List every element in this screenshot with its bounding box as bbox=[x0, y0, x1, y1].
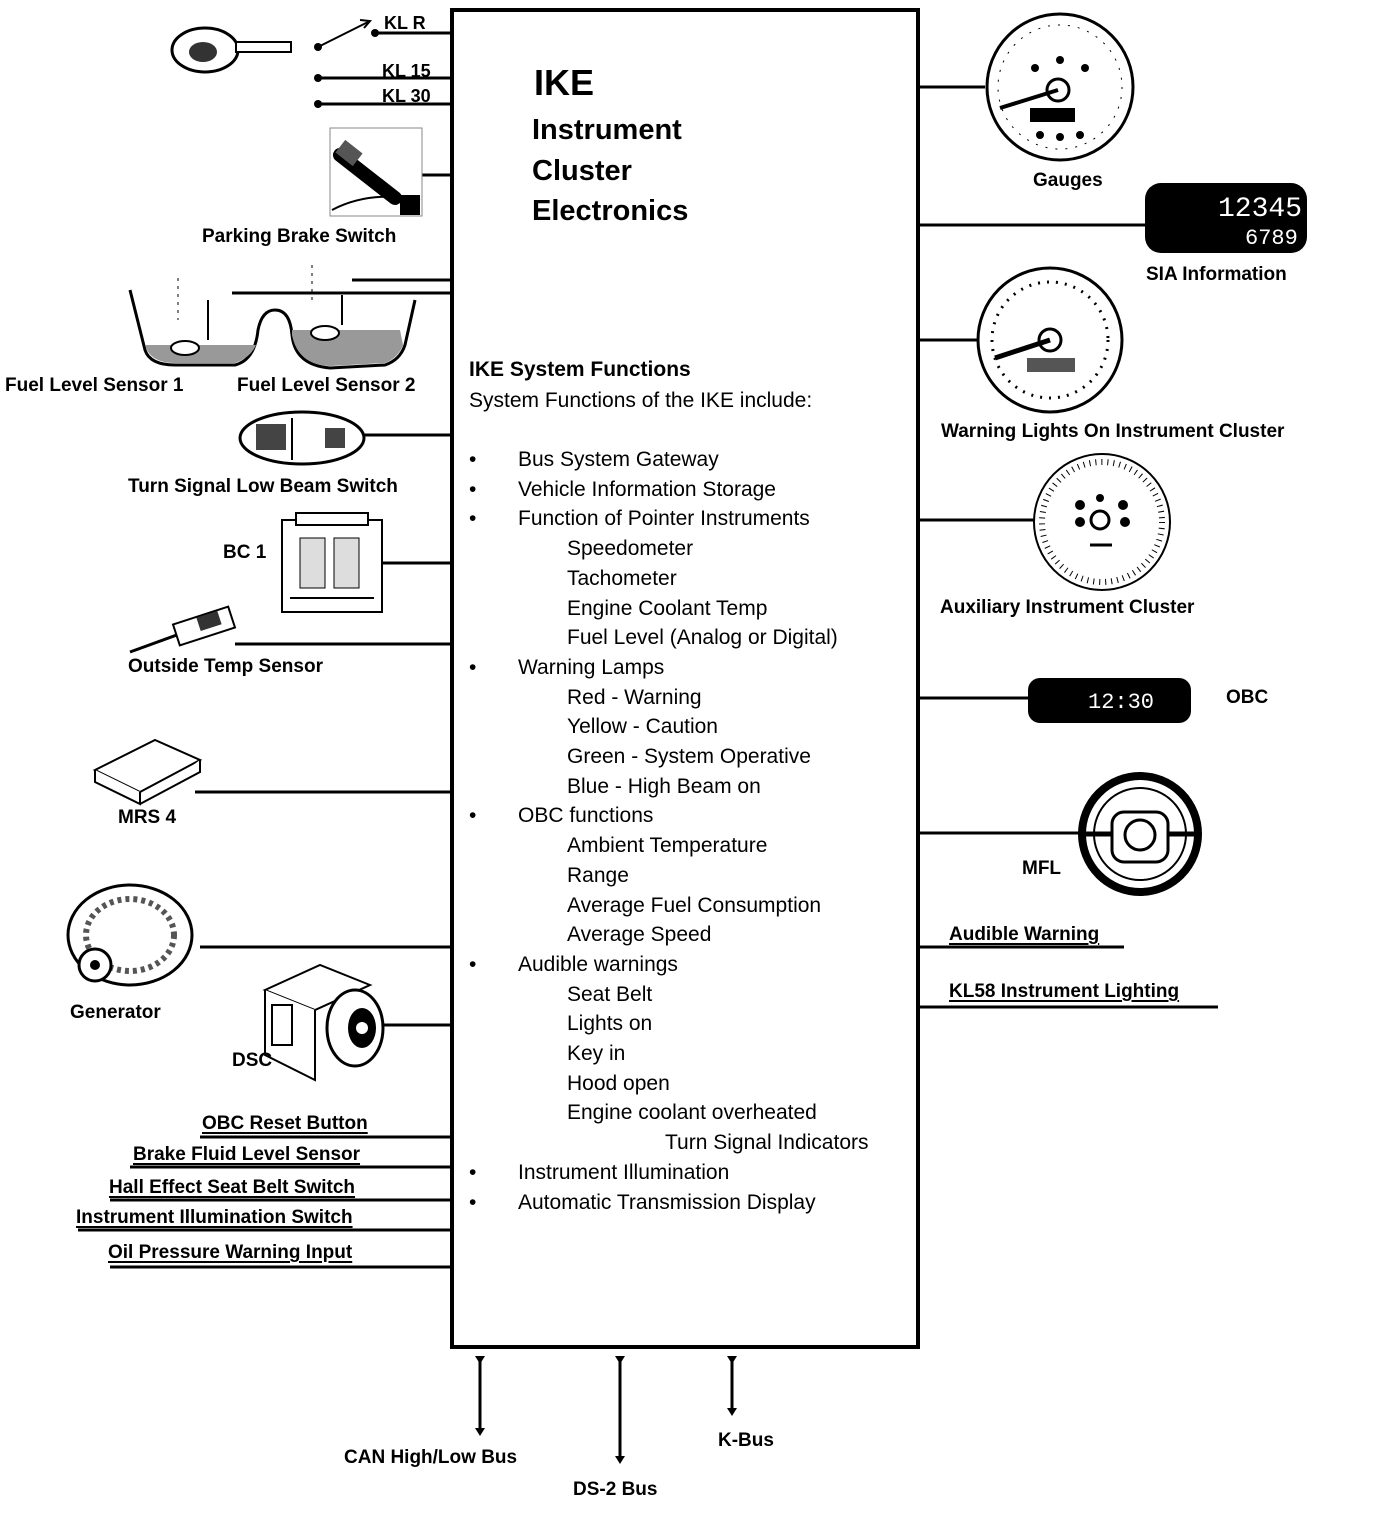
warning-lights-cluster-icon bbox=[976, 266, 1124, 414]
function-subitem: Turn Signal Indicators bbox=[665, 1131, 869, 1154]
obc-display-icon bbox=[1028, 678, 1191, 723]
sia-odometer: 12345 bbox=[1218, 194, 1302, 225]
parking-brake-icon bbox=[329, 127, 423, 217]
bus-arrows bbox=[475, 1356, 737, 1464]
mrs4-module-icon bbox=[92, 738, 203, 806]
function-subitem: Yellow - Caution bbox=[567, 715, 718, 738]
auxiliary-cluster-icon bbox=[1033, 453, 1171, 591]
function-item: Vehicle Information Storage bbox=[518, 478, 776, 501]
function-item: Function of Pointer Instruments bbox=[518, 507, 810, 530]
turn-signal-switch-label: Turn Signal Low Beam Switch bbox=[128, 476, 398, 497]
function-subitem: Key in bbox=[567, 1042, 626, 1065]
functions-intro: System Functions of the IKE include: bbox=[469, 389, 813, 412]
function-subitem: Range bbox=[567, 864, 629, 887]
kl-30-label: KL 30 bbox=[382, 86, 431, 106]
sia-label: SIA Information bbox=[1146, 264, 1287, 285]
outside-temp-label: Outside Temp Sensor bbox=[128, 656, 323, 677]
kl58-label: KL58 Instrument Lighting bbox=[949, 981, 1180, 1002]
function-subitem: Red - Warning bbox=[567, 686, 702, 709]
bullet-icon: • bbox=[469, 448, 477, 471]
function-subitem: Fuel Level (Analog or Digital) bbox=[567, 626, 838, 649]
function-subitem: Ambient Temperature bbox=[567, 834, 768, 857]
function-subitem: Engine coolant overheated bbox=[567, 1101, 817, 1124]
warning-lights-label: Warning Lights On Instrument Cluster bbox=[941, 421, 1285, 442]
key-icon bbox=[170, 19, 379, 108]
function-subitem: Tachometer bbox=[567, 567, 677, 590]
obc-reset-label: OBC Reset Button bbox=[202, 1113, 368, 1134]
functions-heading: IKE System Functions bbox=[469, 358, 691, 381]
function-item: Instrument Illumination bbox=[518, 1161, 730, 1184]
dsc-label: DSC bbox=[232, 1050, 273, 1071]
aux-cluster-label: Auxiliary Instrument Cluster bbox=[940, 597, 1195, 618]
brake-fluid-label: Brake Fluid Level Sensor bbox=[133, 1144, 361, 1165]
sia-trip: 6789 bbox=[1245, 226, 1298, 251]
function-subitem: Blue - High Beam on bbox=[567, 775, 761, 798]
sia-display-icon bbox=[1145, 183, 1307, 253]
function-subitem: Average Fuel Consumption bbox=[567, 894, 822, 917]
bullet-icon: • bbox=[469, 804, 477, 827]
obc-display-time: 12:30 bbox=[1088, 690, 1154, 715]
seat-belt-switch-label: Hall Effect Seat Belt Switch bbox=[109, 1177, 356, 1198]
outside-temp-sensor-icon bbox=[129, 605, 237, 654]
bullet-icon: • bbox=[469, 1161, 477, 1184]
oil-pressure-label: Oil Pressure Warning Input bbox=[108, 1242, 353, 1263]
fuel-sensor-2-label: Fuel Level Sensor 2 bbox=[237, 375, 416, 396]
function-item: Audible warnings bbox=[518, 953, 678, 976]
fuel-sensor-1-label: Fuel Level Sensor 1 bbox=[5, 375, 184, 396]
function-item: Automatic Transmission Display bbox=[518, 1191, 816, 1214]
audible-warning-label: Audible Warning bbox=[949, 924, 1100, 945]
ike-subtitle-line-1: Instrument bbox=[532, 114, 682, 146]
gauges-label: Gauges bbox=[1033, 170, 1103, 191]
kl-15-label: KL 15 bbox=[382, 61, 431, 81]
gauges-icon bbox=[985, 12, 1135, 162]
bullet-icon: • bbox=[469, 478, 477, 501]
input-wires bbox=[78, 31, 452, 1269]
function-subitem: Green - System Operative bbox=[567, 745, 811, 768]
ike-subtitle-line-3: Electronics bbox=[532, 195, 689, 227]
bullet-icon: • bbox=[469, 1191, 477, 1214]
bullet-icon: • bbox=[469, 953, 477, 976]
ds2-bus-label: DS-2 Bus bbox=[573, 1479, 658, 1500]
turn-signal-switch-icon bbox=[238, 410, 366, 466]
function-subitem: Speedometer bbox=[567, 537, 694, 560]
kbus-label: K-Bus bbox=[718, 1430, 774, 1451]
bullet-icon: • bbox=[469, 656, 477, 679]
mrs4-label: MRS 4 bbox=[118, 807, 177, 828]
obc-label: OBC bbox=[1226, 687, 1269, 708]
function-subitem: Seat Belt bbox=[567, 983, 653, 1006]
bullet-icon: • bbox=[469, 507, 477, 530]
function-item: Bus System Gateway bbox=[518, 448, 719, 471]
function-item: Warning Lamps bbox=[518, 656, 665, 679]
kl-r-label: KL R bbox=[384, 13, 426, 33]
dsc-unit-icon bbox=[262, 963, 385, 1082]
generator-label: Generator bbox=[70, 1002, 161, 1023]
function-subitem: Lights on bbox=[567, 1012, 653, 1035]
function-subitem: Hood open bbox=[567, 1072, 670, 1095]
ike-module-box bbox=[450, 8, 920, 1349]
steering-wheel-icon bbox=[1078, 772, 1202, 896]
illum-switch-label: Instrument Illumination Switch bbox=[76, 1207, 353, 1228]
generator-icon bbox=[66, 883, 194, 987]
can-bus-label: CAN High/Low Bus bbox=[344, 1447, 518, 1468]
output-wires bbox=[918, 85, 1218, 1009]
parking-brake-label: Parking Brake Switch bbox=[202, 226, 397, 247]
fuel-tank-icon bbox=[128, 265, 417, 370]
bc1-module-icon bbox=[281, 512, 383, 613]
mfl-label: MFL bbox=[1022, 858, 1062, 879]
function-subitem: Engine Coolant Temp bbox=[567, 597, 768, 620]
bc1-label: BC 1 bbox=[223, 542, 267, 563]
ike-title: IKE bbox=[534, 62, 595, 103]
ike-subtitle-line-2: Cluster bbox=[532, 155, 632, 187]
function-subitem: Average Speed bbox=[567, 923, 712, 946]
function-item: OBC functions bbox=[518, 804, 654, 827]
